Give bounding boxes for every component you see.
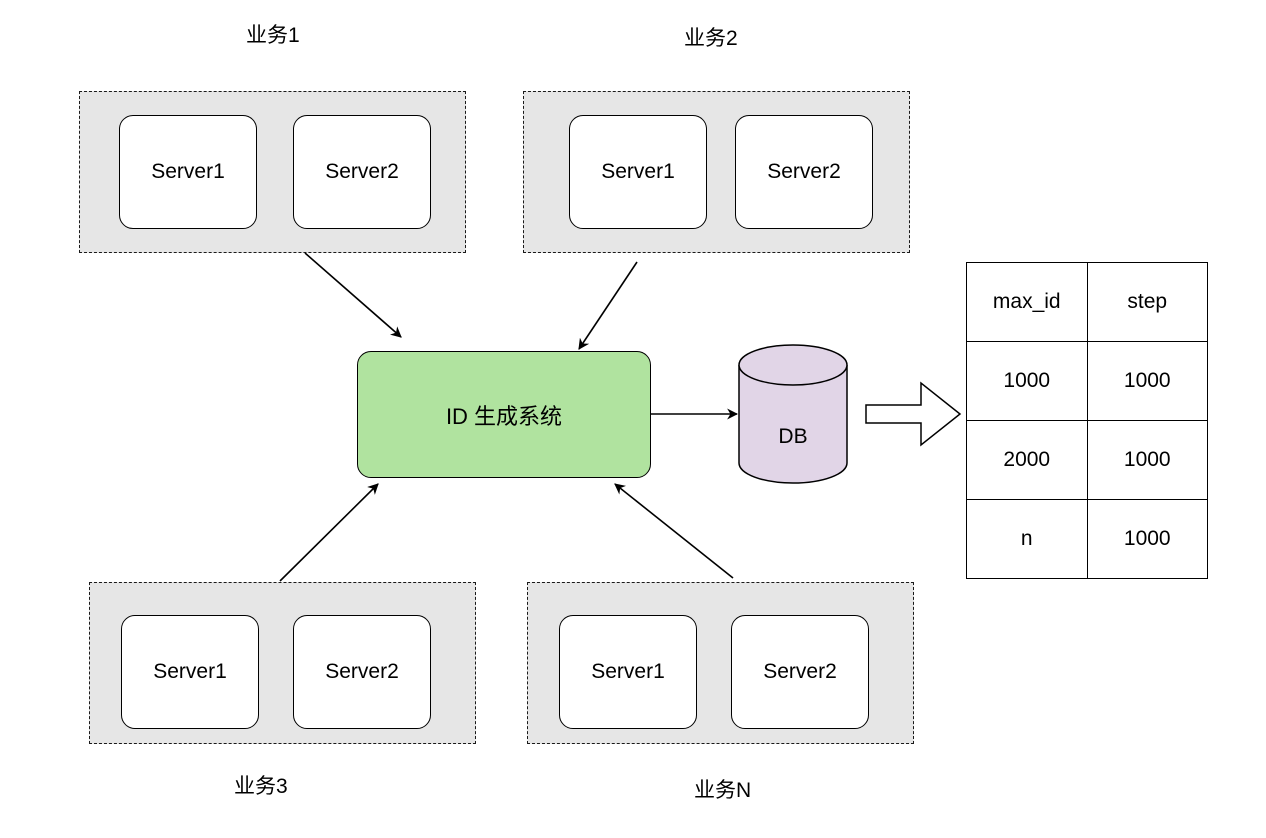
group1-server2: Server2	[293, 115, 431, 229]
group2-server1: Server1	[569, 115, 707, 229]
arrow-group2-to-core	[578, 261, 638, 350]
group-label-2: 业务2	[684, 27, 738, 50]
group1-server1: Server1	[119, 115, 257, 229]
db-cylinder	[738, 344, 848, 484]
arrow-group1-to-core	[304, 252, 402, 338]
group3-server1: Server1	[121, 615, 259, 729]
cell-max-id: 2000	[966, 420, 1088, 500]
cell-step: 1000	[1086, 499, 1208, 579]
table-row: 2000 1000	[966, 420, 1208, 500]
cell-max-id: 1000	[966, 341, 1088, 421]
arrow-groupn-to-core	[614, 483, 734, 579]
cell-step: 1000	[1086, 341, 1208, 421]
header-step: step	[1086, 262, 1208, 342]
group-label-3: 业务3	[234, 775, 288, 798]
group-label-n: 业务N	[694, 779, 752, 802]
table-row: 1000 1000	[966, 341, 1208, 421]
cell-max-id: n	[966, 499, 1088, 579]
groupn-server1: Server1	[559, 615, 697, 729]
table-row: n 1000	[966, 499, 1208, 579]
id-segment-table: max_id step 1000 1000 2000 1000 n 1000	[966, 262, 1208, 579]
arrow-group3-to-core	[279, 483, 379, 582]
group3-server2: Server2	[293, 615, 431, 729]
db-label: DB	[778, 425, 808, 448]
table-header-row: max_id step	[966, 262, 1208, 342]
cell-step: 1000	[1086, 420, 1208, 500]
header-max-id: max_id	[966, 262, 1088, 342]
block-arrow-db-to-table	[865, 381, 962, 447]
id-generator-system: ID 生成系统	[357, 351, 651, 478]
group2-server2: Server2	[735, 115, 873, 229]
group-label-1: 业务1	[246, 24, 300, 47]
groupn-server2: Server2	[731, 615, 869, 729]
